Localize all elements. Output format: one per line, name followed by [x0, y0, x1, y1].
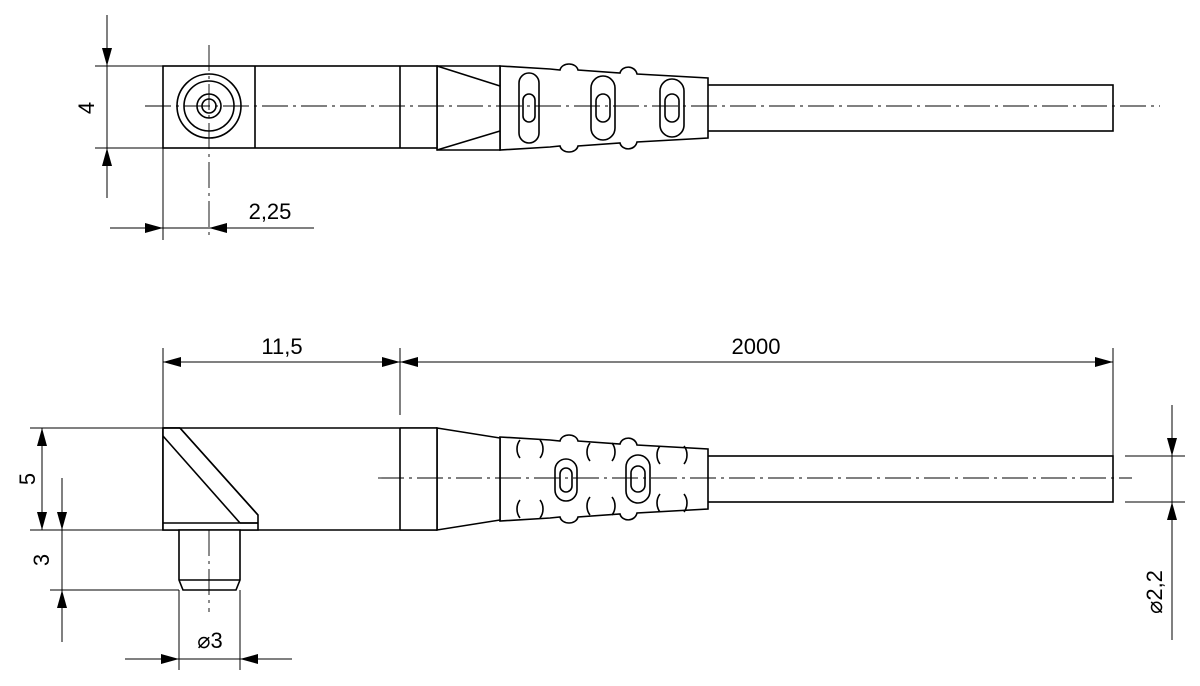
top-boot-slot-2	[590, 75, 616, 141]
side-cable	[699, 455, 1114, 503]
top-boot	[499, 63, 709, 153]
top-boot-slot-3	[659, 78, 685, 138]
dim-side-height: 5	[15, 473, 40, 485]
side-boot	[499, 434, 709, 524]
top-view: 4 2,25	[74, 15, 1160, 240]
dim-top-height: 4	[74, 102, 99, 114]
side-boot-slot-2	[625, 454, 651, 504]
side-view: 11,5 2000 5 3 ⌀3 ⌀2,2	[15, 334, 1185, 670]
dim-pin-diameter: ⌀3	[197, 628, 223, 653]
side-boot-slot-1	[554, 458, 578, 502]
top-body	[162, 65, 438, 149]
side-taper	[436, 427, 501, 531]
dim-body-length: 11,5	[261, 334, 302, 359]
top-boot-slot-1	[518, 72, 540, 144]
top-taper	[436, 65, 501, 151]
dim-top-offset: 2,25	[249, 199, 292, 224]
top-cable	[699, 84, 1114, 132]
side-pin	[178, 529, 241, 591]
dim-cable-diameter: ⌀2,2	[1142, 570, 1167, 614]
dim-cable-length: 2000	[732, 334, 781, 359]
dim-pin-length: 3	[29, 554, 54, 566]
